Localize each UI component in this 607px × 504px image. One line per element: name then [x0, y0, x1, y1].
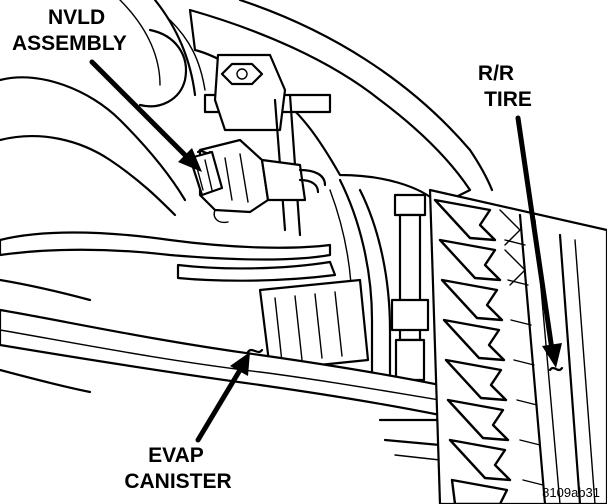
tire-leader-line [515, 115, 555, 353]
evap-arrowhead [230, 352, 250, 376]
vehicle-underbody [0, 0, 494, 461]
nvld-leader-line [89, 59, 191, 161]
evap-label-line2: CANISTER [124, 470, 231, 493]
leader-arrows [89, 59, 564, 443]
evap-leader-line [195, 367, 243, 443]
evap-canister [258, 278, 370, 372]
evap-tilde-mark [246, 348, 264, 354]
evap-label-line1: EVAP [148, 444, 204, 467]
callout-labels: NVLD ASSEMBLY R/R TIRE EVAP CANISTER 810… [12, 6, 600, 500]
tire-label-line2: TIRE [484, 88, 532, 111]
tire-tilde-mark [548, 366, 564, 372]
nvld-label-line1: NVLD [48, 6, 105, 29]
nvld-tilde-mark [196, 149, 212, 155]
rear-right-tire [428, 188, 607, 504]
nvld-label-line2: ASSEMBLY [12, 32, 127, 55]
figure-code: 8109ab31 [542, 485, 600, 500]
nvld-arrowhead [178, 148, 202, 172]
tire-arrowhead [542, 343, 562, 368]
tire-label-line1: R/R [478, 62, 514, 85]
